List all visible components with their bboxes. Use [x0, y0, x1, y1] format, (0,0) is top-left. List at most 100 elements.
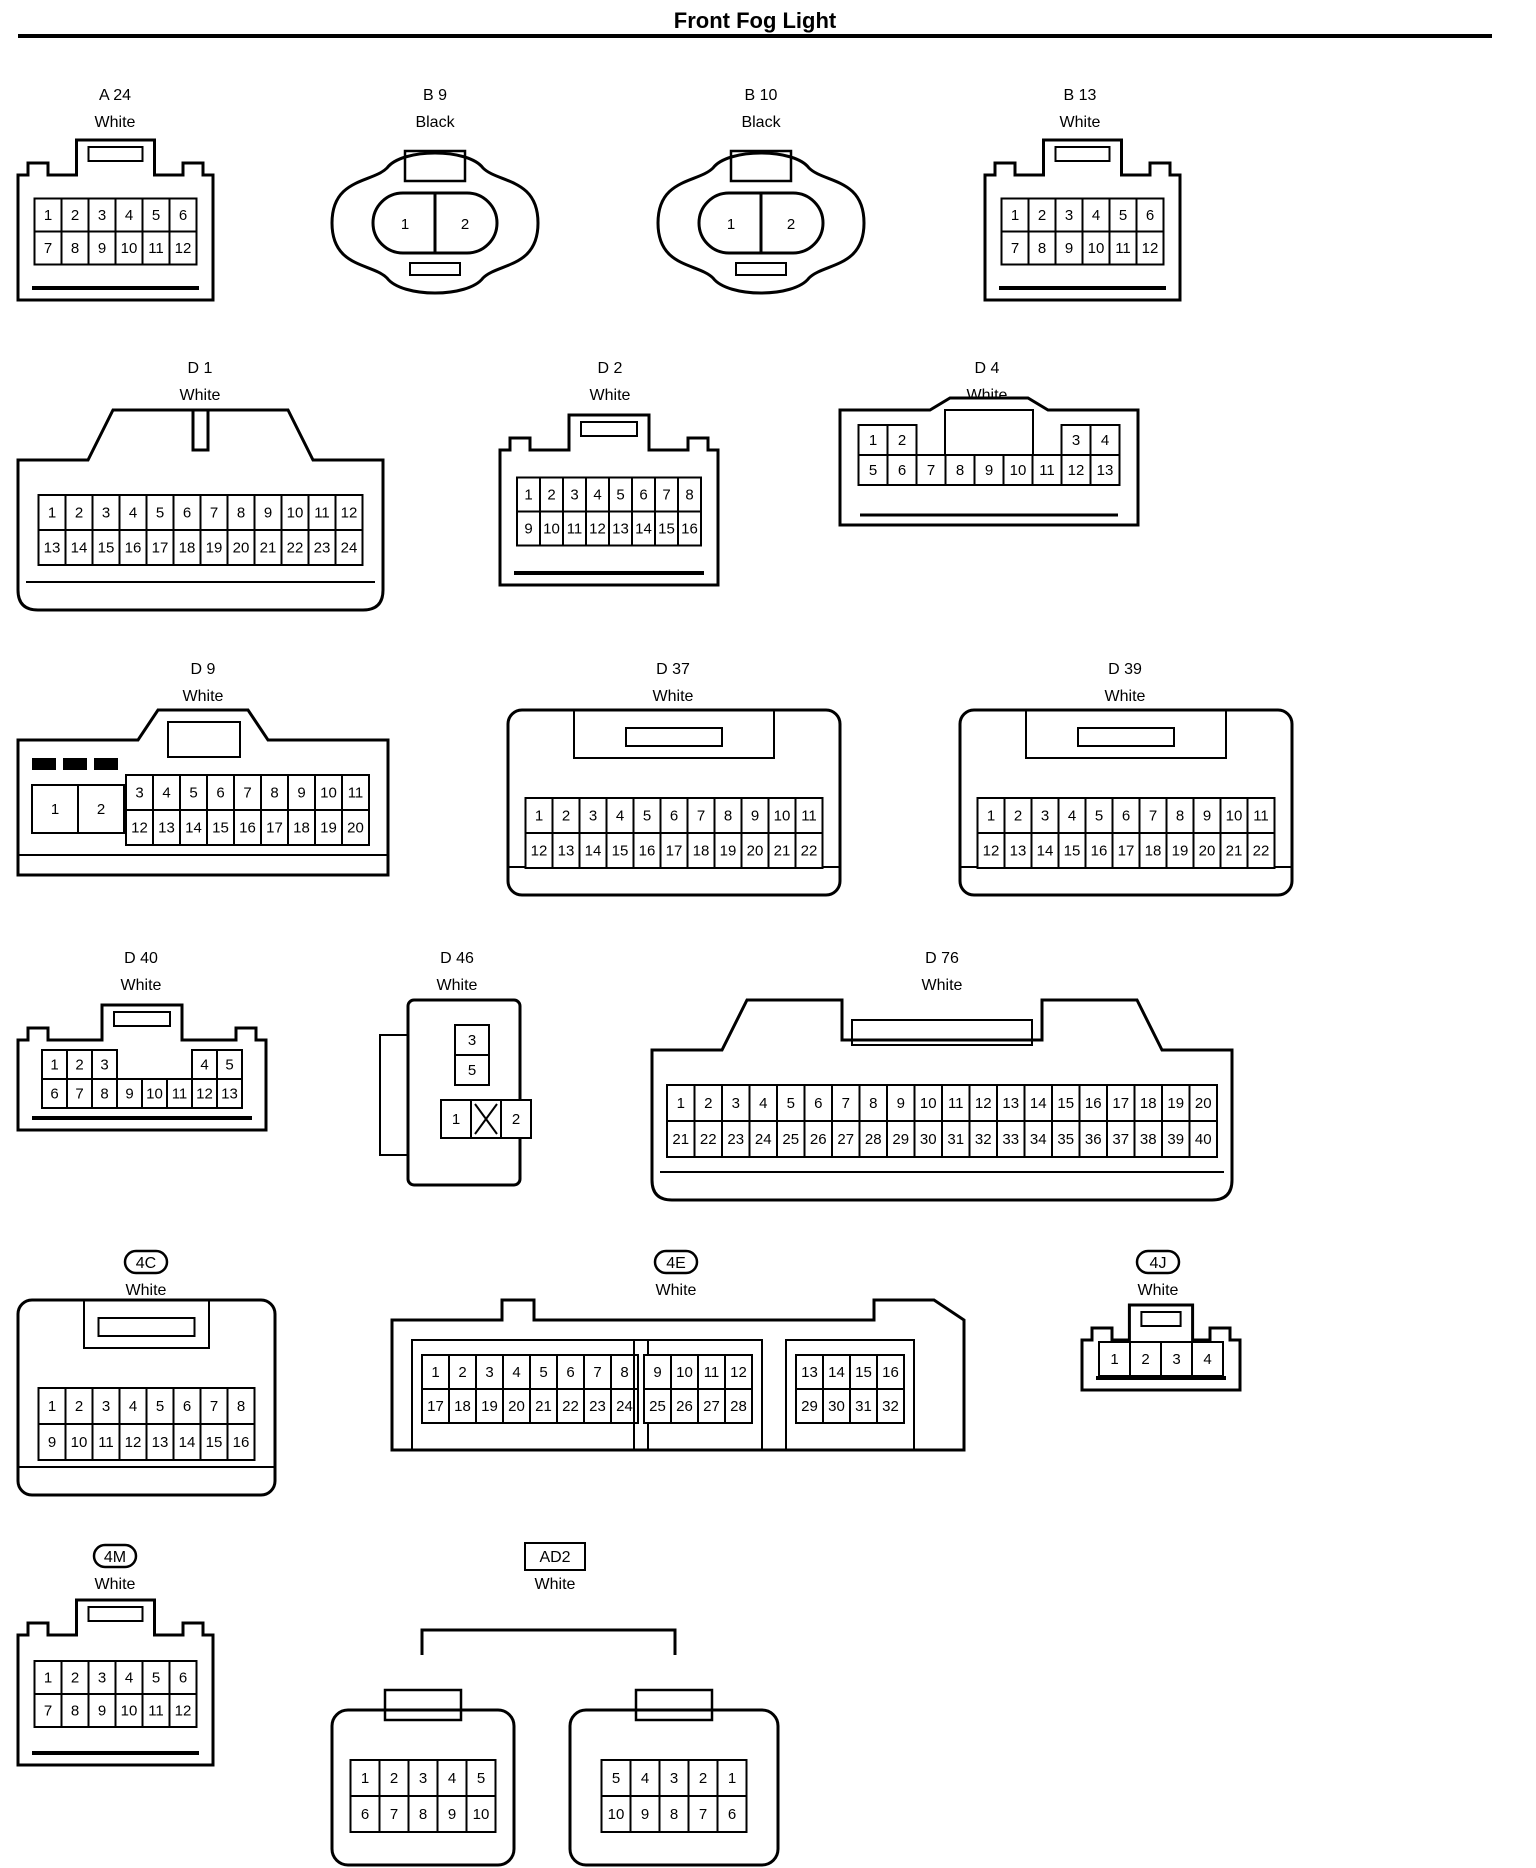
- pin-number: 1: [524, 487, 532, 504]
- pin-cell: [1060, 454, 1092, 486]
- pin-cell: [551, 832, 581, 869]
- pin-number: 9: [297, 785, 305, 802]
- pin-cell: [713, 832, 743, 869]
- pin-number: 27: [837, 1131, 854, 1148]
- pin-number: 35: [1057, 1131, 1074, 1148]
- pin-number: 3: [419, 1770, 427, 1787]
- pin-cell: [605, 797, 635, 834]
- pin-number: 22: [562, 1398, 579, 1415]
- pin-number: 9: [985, 462, 993, 479]
- pin-number: 3: [1065, 207, 1073, 224]
- connector-code: D 40: [124, 950, 158, 967]
- pin-cell: [1027, 197, 1057, 233]
- pin-cell: [407, 1759, 439, 1797]
- pin-cell: [168, 230, 198, 266]
- pin-cell: [1188, 1084, 1218, 1122]
- pin-cell: [748, 1084, 778, 1122]
- pin-cell: [693, 1084, 723, 1122]
- pin-cell: [658, 1795, 690, 1833]
- pin-cell: [91, 1078, 118, 1109]
- pin-cell: [1188, 1120, 1218, 1158]
- pin-number: 15: [1057, 1095, 1074, 1112]
- pin-number: 22: [1253, 843, 1270, 860]
- pin-cell: [677, 510, 702, 547]
- pin-number: 2: [97, 801, 105, 818]
- pin-number: 2: [787, 216, 795, 233]
- pin-cell: [37, 1387, 67, 1425]
- pin-number: 6: [814, 1095, 822, 1112]
- pin-number: 5: [539, 1364, 547, 1381]
- pin-cell: [666, 1120, 696, 1158]
- pin-number: 18: [1145, 843, 1162, 860]
- pin-cell: [915, 454, 947, 486]
- pin-cell: [341, 809, 370, 846]
- pin-cell: [643, 1388, 672, 1424]
- pin-number: 1: [401, 216, 409, 233]
- pin-number: 4: [1101, 432, 1109, 449]
- pin-number: 8: [956, 462, 964, 479]
- pin-number: 5: [787, 1095, 795, 1112]
- pin-cell: [41, 1078, 68, 1109]
- pin-number: 15: [658, 521, 675, 538]
- pin-number: 14: [828, 1364, 845, 1381]
- pin-cell: [941, 1084, 971, 1122]
- pin-number: 1: [1011, 207, 1019, 224]
- pin-number: 23: [314, 540, 331, 557]
- pin-cell: [1246, 797, 1276, 834]
- pin-number: 9: [125, 1086, 133, 1103]
- pin-number: 12: [589, 521, 606, 538]
- pin-cell: [1192, 832, 1222, 869]
- pin-number: 16: [681, 521, 698, 538]
- pin-cell: [500, 1099, 532, 1139]
- pin-cell: [716, 1759, 748, 1797]
- pin-number: 19: [1172, 843, 1189, 860]
- pin-cell: [941, 1120, 971, 1158]
- pin-cell: [226, 1423, 256, 1461]
- pin-number: 9: [48, 1434, 56, 1451]
- pin-cell: [407, 1795, 439, 1833]
- pin-number: 4: [641, 1770, 649, 1787]
- pin-number: 15: [206, 1434, 223, 1451]
- pin-number: 11: [1115, 240, 1131, 257]
- pin-number: 13: [158, 820, 175, 837]
- pin-number: 3: [98, 1670, 106, 1687]
- pin-number: 4: [759, 1095, 767, 1112]
- pin-number: 12: [341, 505, 358, 522]
- pin-number: 17: [1112, 1095, 1129, 1112]
- pin-number: 5: [616, 487, 624, 504]
- pin-number: 16: [125, 540, 142, 557]
- pin-number: 11: [567, 521, 583, 538]
- connector-color: White: [180, 387, 221, 404]
- pin-number: 4: [1203, 1351, 1211, 1368]
- pin-cell: [1138, 832, 1168, 869]
- pin-number: 1: [677, 1095, 685, 1112]
- pin-number: 11: [348, 785, 364, 802]
- pin-number: 6: [179, 207, 187, 224]
- pin-cell: [91, 1387, 121, 1425]
- pin-number: 19: [481, 1398, 498, 1415]
- pin-number: 13: [558, 843, 575, 860]
- pin-number: 6: [183, 505, 191, 522]
- pin-number: 11: [98, 1434, 114, 1451]
- pin-number: 6: [183, 1398, 191, 1415]
- pin-number: 16: [1091, 843, 1108, 860]
- pin-number: 8: [419, 1806, 427, 1823]
- pin-number: 2: [458, 1364, 466, 1381]
- pin-cell: [253, 529, 283, 566]
- pin-number: 4: [129, 1398, 137, 1415]
- pin-cell: [448, 1388, 477, 1424]
- pin-number: 7: [1011, 240, 1019, 257]
- pin-number: 5: [225, 1057, 233, 1074]
- pin-cell: [199, 494, 229, 531]
- pin-cell: [670, 1388, 699, 1424]
- pin-cell: [233, 774, 262, 811]
- pin-cell: [1000, 230, 1030, 266]
- pin-number: 3: [468, 1032, 476, 1049]
- connector-code: A 24: [99, 87, 131, 104]
- pin-number: 7: [593, 1364, 601, 1381]
- pin-number: 5: [1095, 808, 1103, 825]
